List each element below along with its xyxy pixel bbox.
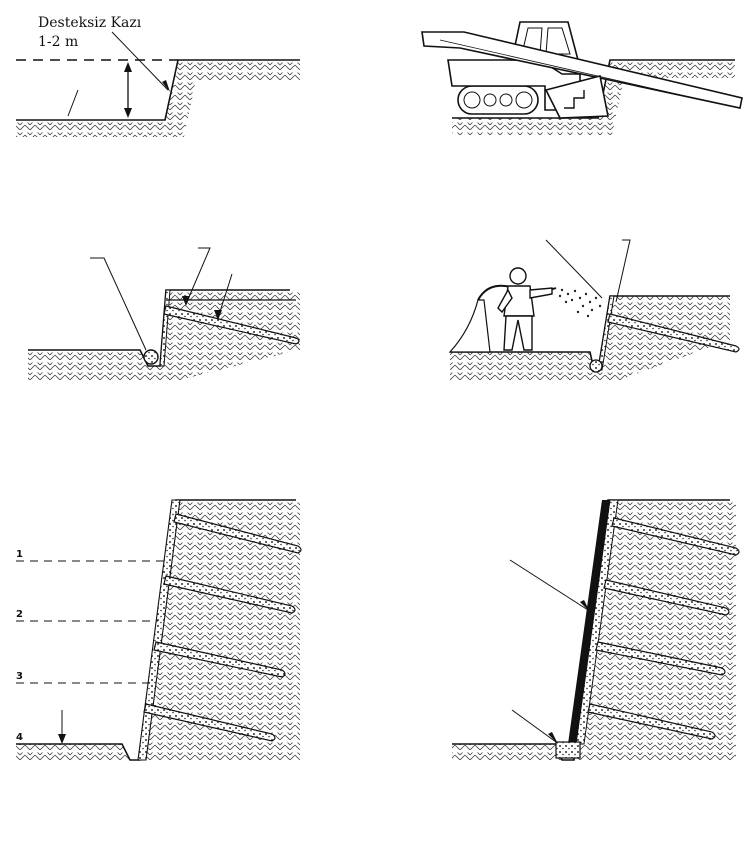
panel-a-title-line2: 1-2 m [38,34,78,50]
panel-e-level-lines [16,560,166,684]
panel-b-ground-surface [452,59,735,119]
panel-f-ground-surface [452,499,730,761]
panel-b-soil-body [452,60,735,135]
panel-f-nail-4 [587,703,716,740]
panel-d-shotcrete [448,239,740,380]
panel-c-leader-nail-head [214,310,222,320]
panel-f-soil-nails [587,517,740,740]
panel-e-nail-2 [163,575,296,614]
panel-d-spray-particles [558,288,602,318]
panel-c-drain-pipe [143,349,159,365]
panel-a-soil-body [16,60,300,137]
panel-e-soil-nails [143,513,302,742]
panel-a-ground-surface [16,59,300,121]
panel-d-drain-pipe [589,359,603,373]
panel-d-spoil-slope [448,299,491,353]
panel-f-nail-2 [603,579,730,616]
rig-track-wheels [463,91,533,109]
panel-e-ground-surface [16,499,296,761]
panel-a-leader-slope-head [162,80,170,92]
panel-c-leader-facing [185,247,211,305]
panel-e-level-3: 3 [16,671,23,682]
panel-e-nail-1 [173,513,302,554]
panel-c-leader-drain [90,257,147,351]
panel-f-leader-footing [511,709,557,743]
panel-b-drilling-rig [421,21,743,135]
panel-d-leader-spray [545,239,603,299]
panel-f-nail-1 [611,517,740,556]
rig-front-step [564,90,585,109]
panel-f-leader-wall [509,559,589,611]
panel-c-first-nail [28,247,300,380]
panel-f-final-wall [568,500,610,744]
panel-c-soil-nail [163,305,300,345]
panel-c-leader-facing-head [182,296,190,306]
panel-e-depth-arrow-head [58,734,66,744]
panel-f-leader-wall-head [580,600,590,612]
panel-e-level-4: 4 [16,732,23,743]
panel-e-level-2: 2 [16,609,23,620]
panel-f-footing [555,741,581,759]
panel-a-unsupported-excavation: Desteksiz Kazı 1-2 m [16,15,300,137]
rig-crawler-track [457,85,539,115]
panel-f-final-facing [452,499,740,761]
panel-f-shotcrete-layer [575,499,619,745]
rig-mast-line [439,39,721,105]
panel-e-nail-3 [153,641,286,678]
panel-f-nail-3 [595,641,726,676]
panel-e-nail-4 [143,703,276,742]
panel-a-leader-base [67,89,79,117]
panel-a-arrow-head-bottom [124,108,132,118]
panel-a-arrow-head-top [124,62,132,72]
panel-f-leader-footing-head [548,732,558,744]
panel-e-facing [137,499,181,761]
panel-e-multi-level: 1 2 3 4 [16,499,302,761]
panel-d-worker [497,267,553,351]
panel-d-soil-nail [607,313,740,353]
rig-front-plate [544,75,609,119]
panel-d-leader-facing [615,239,631,303]
panel-d-soil-body [450,296,730,380]
rig-cab-window-2 [545,27,571,55]
panel-c-ground-surface [28,289,290,367]
panel-a-leader-slope [111,31,169,91]
panel-a-title-line1: Desteksiz Kazı [38,15,142,31]
rig-mast [421,31,743,109]
panel-e-level-1: 1 [16,549,23,560]
